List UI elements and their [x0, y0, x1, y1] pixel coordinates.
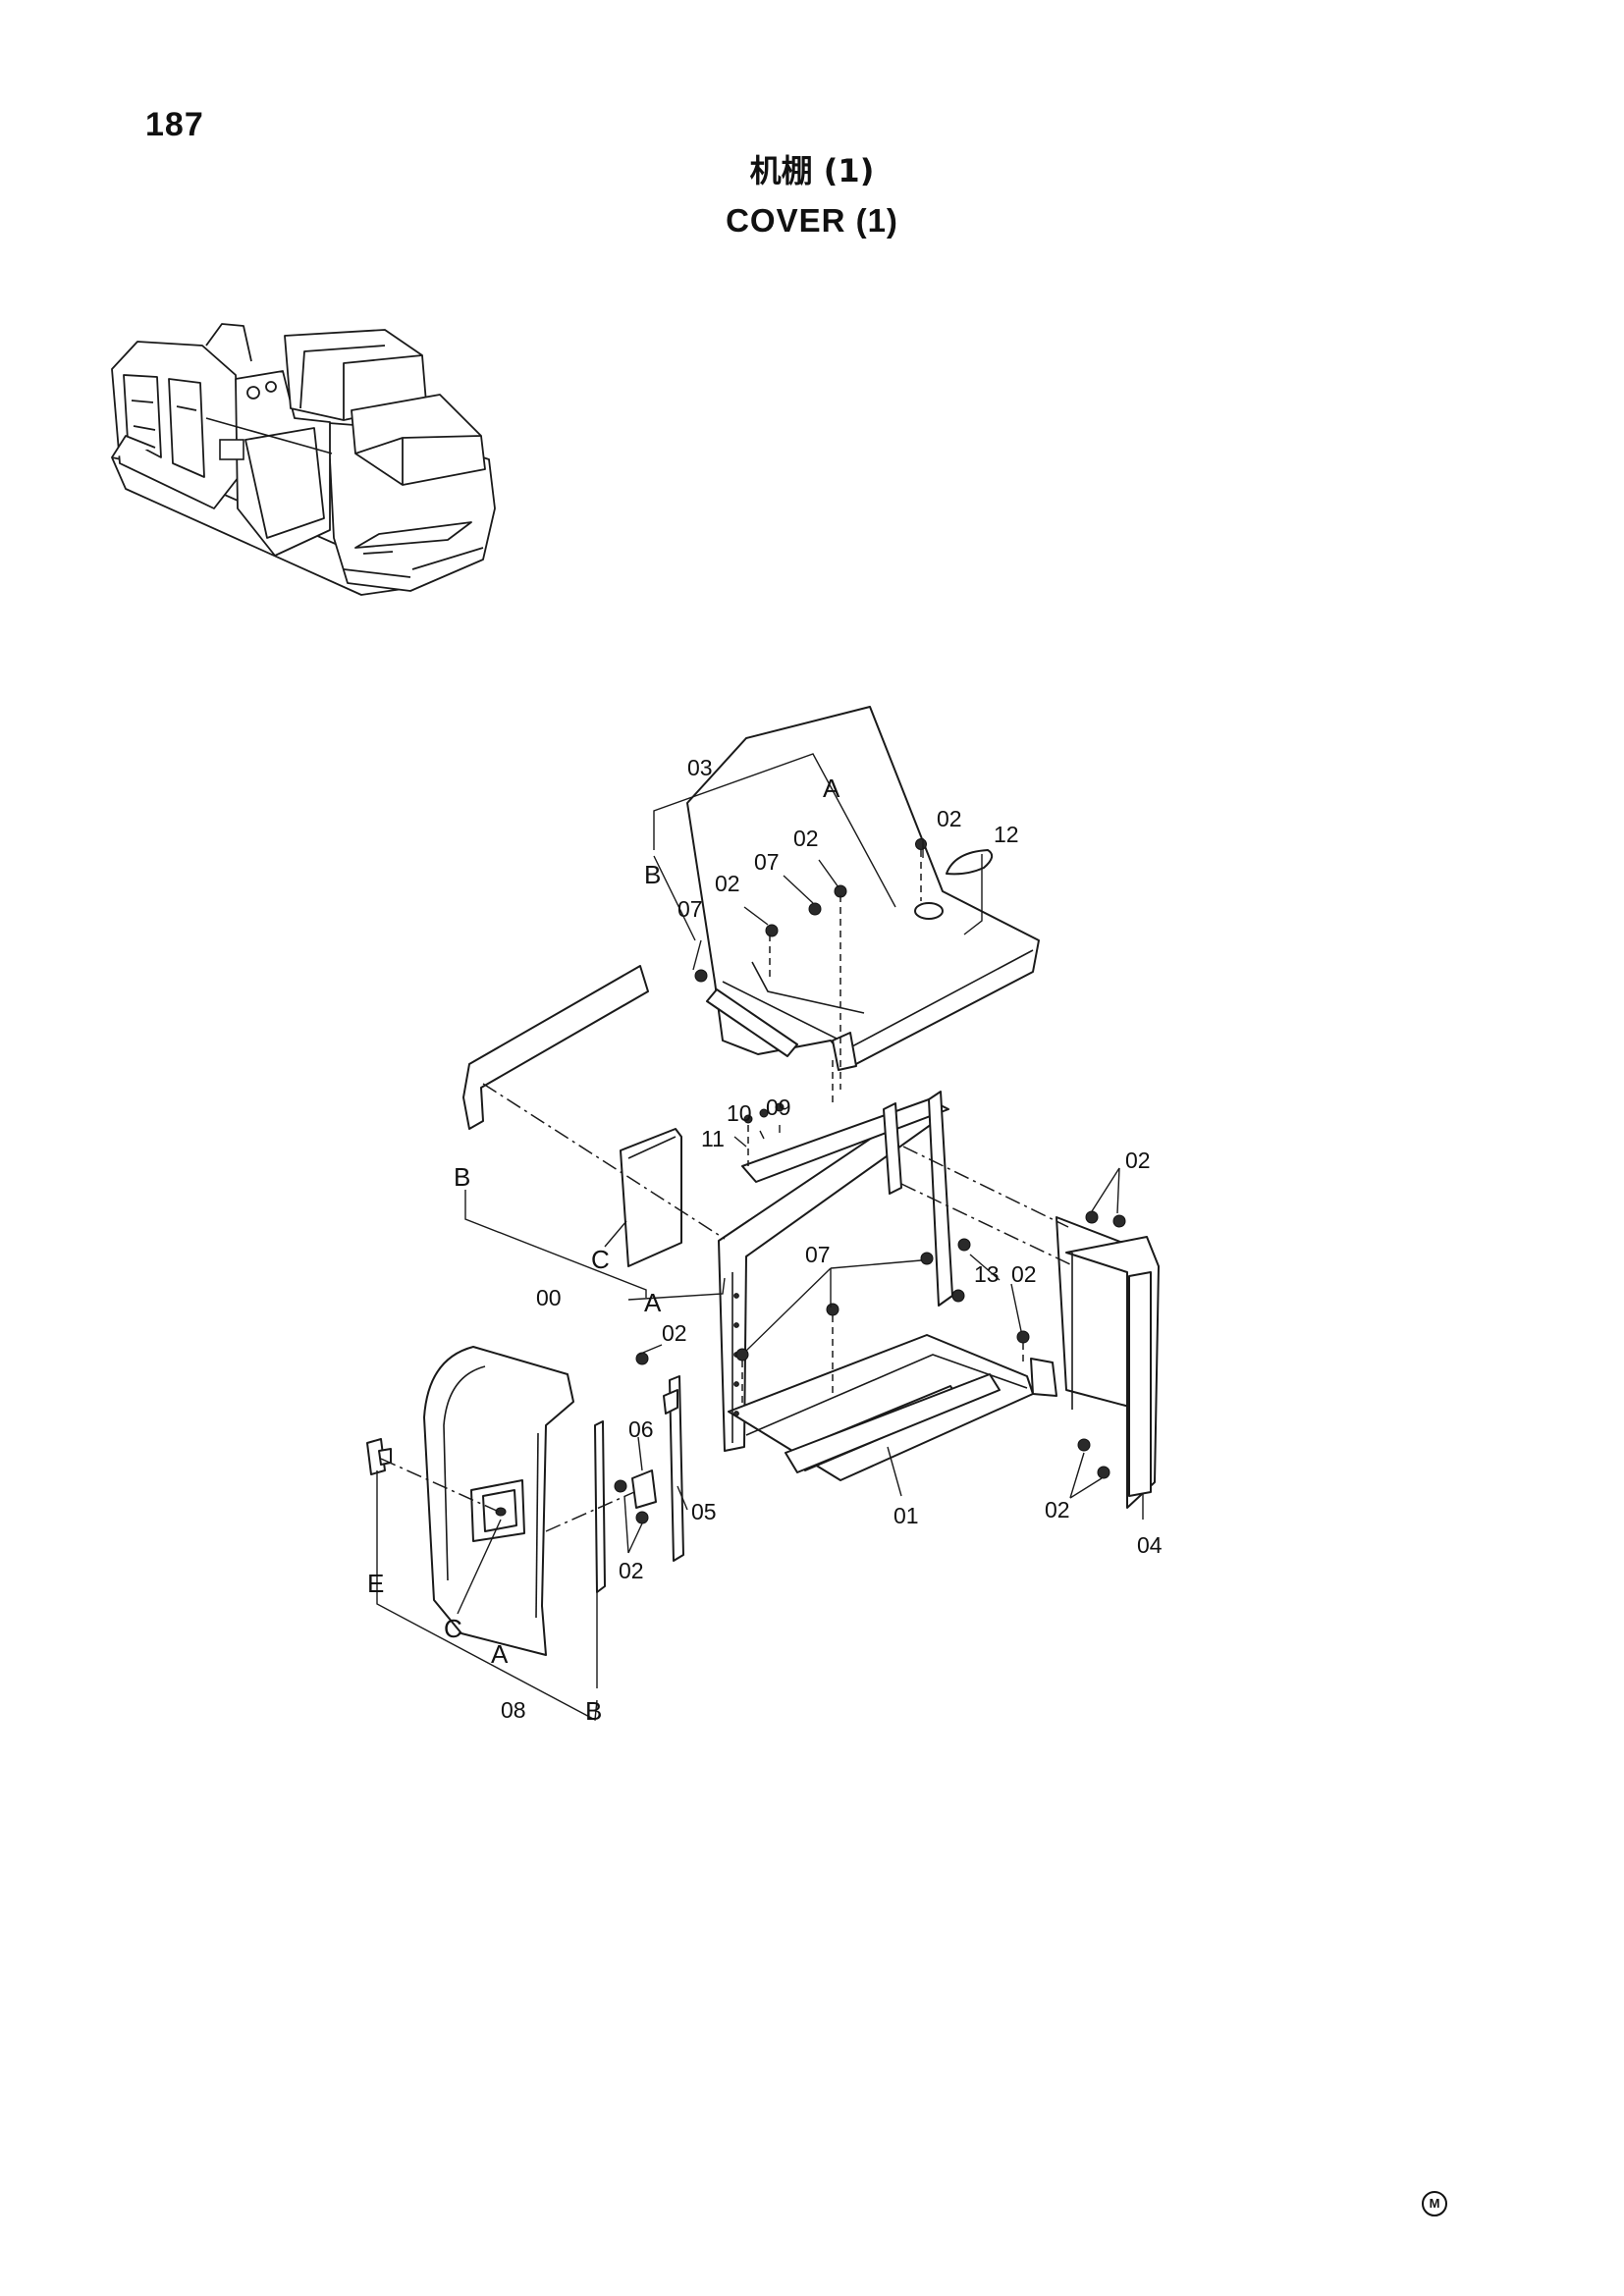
callout-07-top: 07 [754, 849, 780, 875]
callout-letter-b-left: B [454, 1162, 470, 1192]
corner-mark: M [1422, 2191, 1447, 2216]
title-block: 机棚 (1) COVER (1) [616, 149, 1008, 243]
callout-09: 09 [766, 1095, 791, 1120]
callout-10: 10 [727, 1100, 752, 1126]
callout-02-upper-right: 02 [1125, 1148, 1151, 1173]
left-side-panel [462, 965, 682, 1267]
callout-07-middle: 07 [805, 1242, 831, 1267]
callout-02-door-top: 02 [662, 1320, 687, 1346]
callout-letter-c-door: C [444, 1614, 462, 1643]
callout-letter-a-door: A [491, 1639, 509, 1669]
door-strip-and-latch [594, 1375, 684, 1593]
assembly-guide-lines [380, 850, 1071, 1532]
callout-letter-e: E [367, 1569, 384, 1598]
callout-12: 12 [994, 822, 1019, 847]
part-callouts: 03 A B 07 02 07 02 02 12 10 09 11 B C 00… [367, 755, 1163, 1726]
cap-part-12 [946, 849, 994, 876]
callout-02-lower-right: 02 [1045, 1497, 1070, 1522]
callout-00: 00 [536, 1285, 562, 1310]
callout-01: 01 [893, 1503, 919, 1528]
callout-03: 03 [687, 755, 713, 780]
callout-leader-lines [376, 753, 1144, 1722]
frame-assembly [718, 1091, 1057, 1481]
callout-04: 04 [1137, 1532, 1163, 1558]
callout-08: 08 [501, 1697, 526, 1723]
callout-13: 13 [974, 1261, 1000, 1287]
page-title-chinese: 机棚 (1) [749, 152, 875, 189]
callout-letter-c-left: C [591, 1245, 610, 1274]
machine-location-thumbnail [111, 323, 496, 596]
top-cover-part [686, 706, 1040, 1071]
callout-06: 06 [628, 1416, 654, 1442]
door-panel [366, 1346, 574, 1656]
callout-05: 05 [691, 1499, 717, 1524]
page-title-english: COVER (1) [726, 202, 898, 239]
callout-02-top: 02 [793, 826, 819, 851]
callout-02-door-bottom: 02 [619, 1558, 644, 1583]
callout-02-cap: 02 [937, 806, 962, 831]
callout-02-right: 02 [1011, 1261, 1037, 1287]
callout-letter-a-left: A [644, 1288, 662, 1317]
bolt-hardware [614, 838, 1126, 1524]
right-side-panel [1056, 1216, 1160, 1509]
callout-letter-b-top: B [644, 860, 661, 889]
callout-11: 11 [701, 1126, 725, 1151]
callout-letter-b-door: B [585, 1696, 602, 1726]
page-number: 187 [145, 106, 204, 143]
callout-07-left: 07 [677, 896, 703, 922]
callout-02-left: 02 [715, 871, 740, 896]
callout-letter-a-top: A [823, 774, 840, 803]
